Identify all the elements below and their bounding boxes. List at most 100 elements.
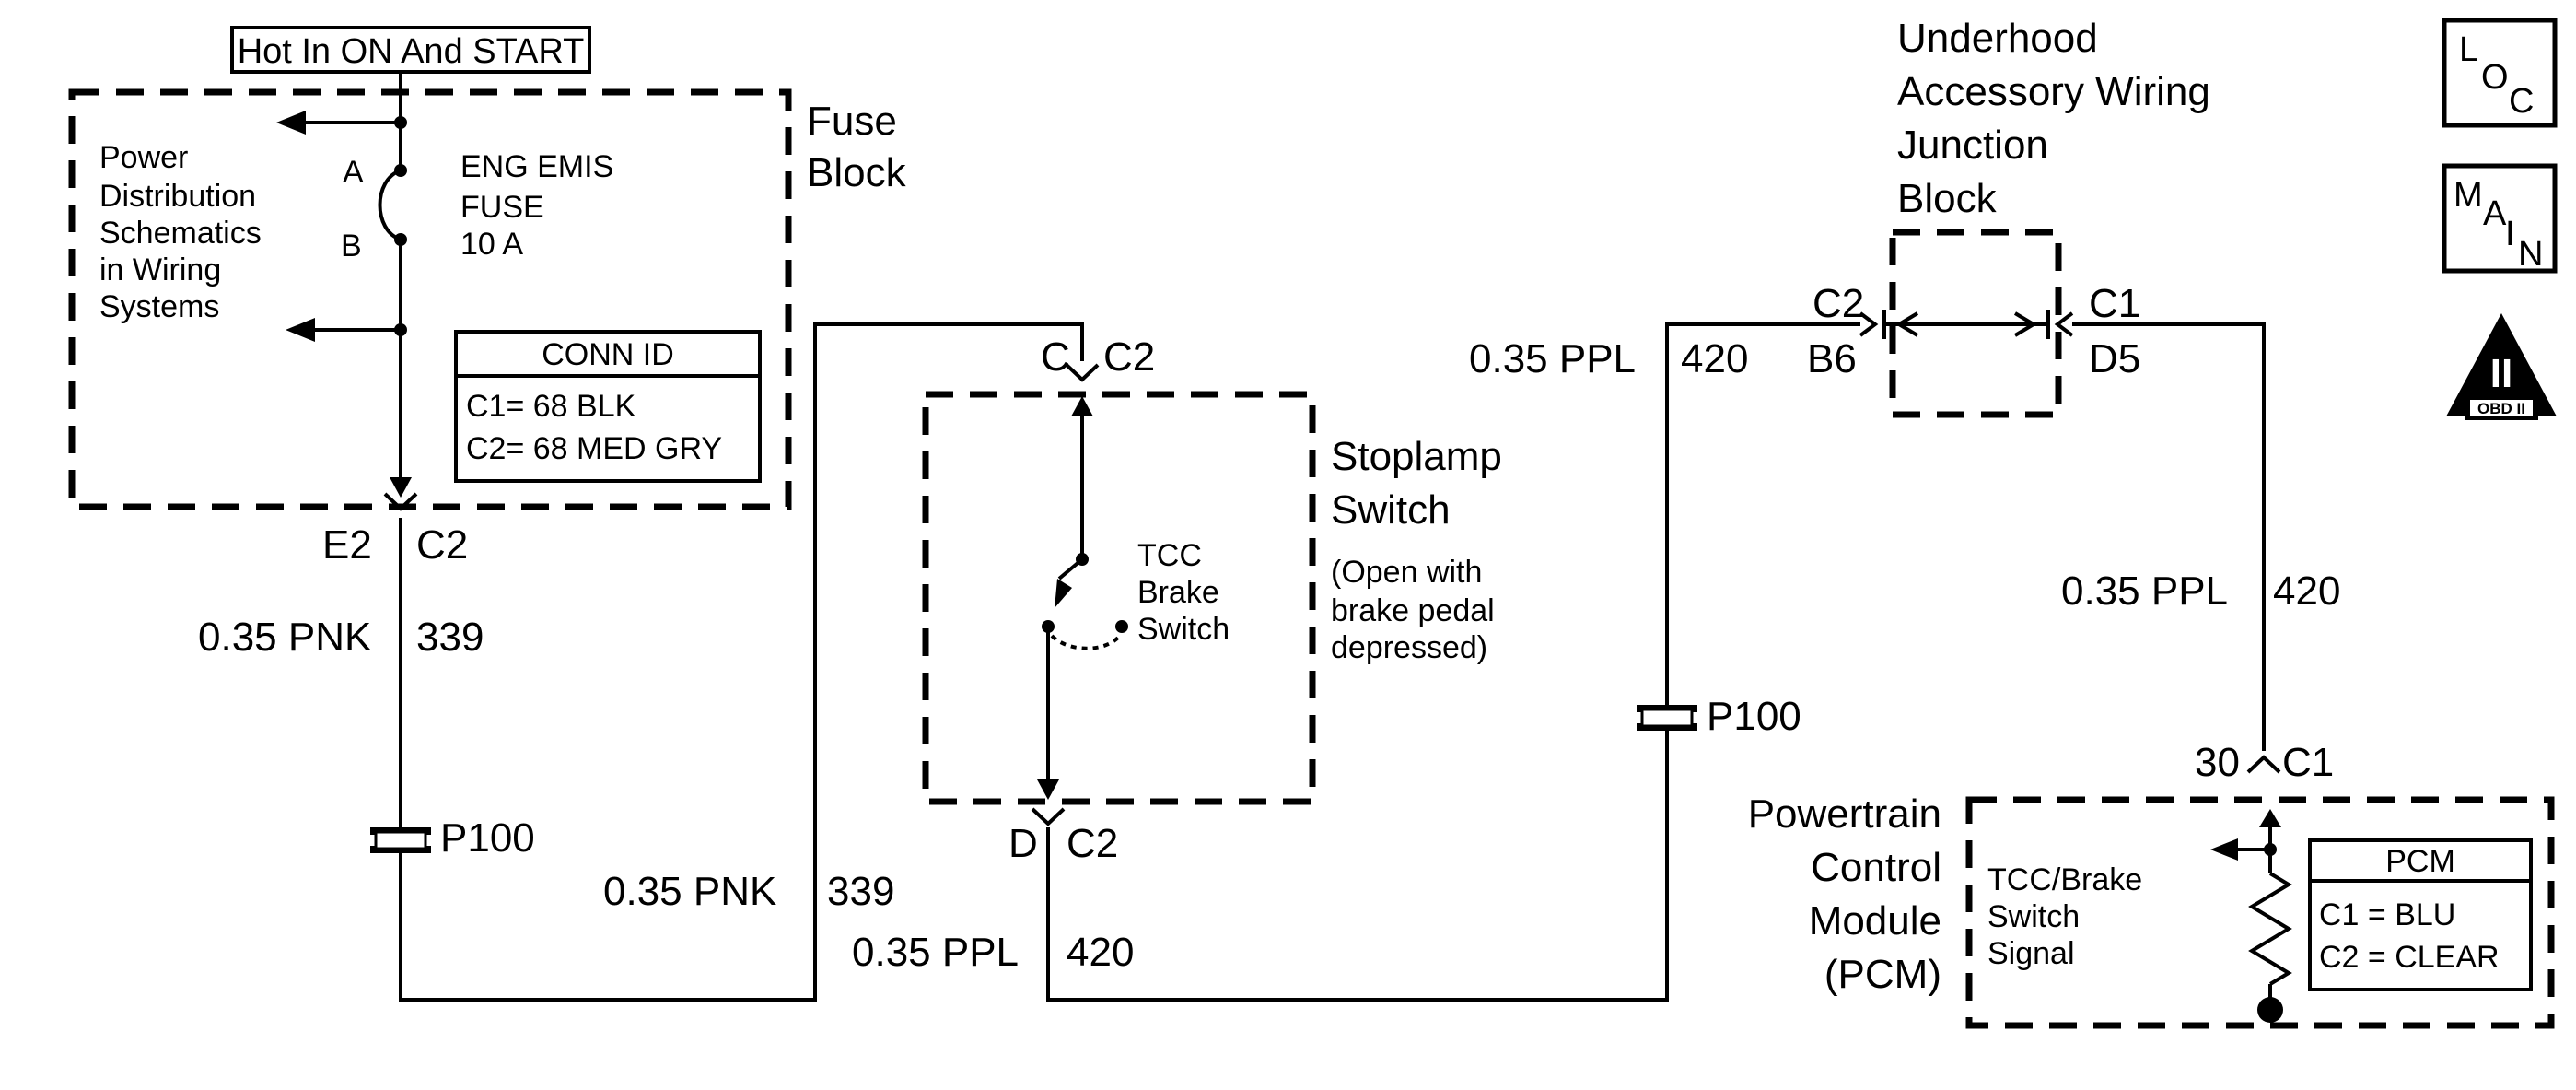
svg-text:Block: Block <box>1897 176 1998 221</box>
svg-text:E2: E2 <box>322 522 372 568</box>
loc-icon[interactable]: L O C <box>2442 18 2558 128</box>
pcm-module: 30 C1 Powertrain Control Module (PCM) TC… <box>1748 740 2555 1029</box>
svg-text:TCC: TCC <box>1137 538 1202 573</box>
svg-text:C2 = CLEAR: C2 = CLEAR <box>2319 940 2500 975</box>
wire-pnk-size-2: 0.35 PNK <box>603 869 776 914</box>
svg-text:I: I <box>2505 215 2515 253</box>
fuse-block-title-1: Fuse <box>807 99 897 144</box>
wire-ppl-circuit-2: 420 <box>1681 336 1748 381</box>
wire-ppl-circuit-3: 420 <box>2273 568 2340 614</box>
svg-text:Junction: Junction <box>1897 123 2048 168</box>
svg-text:C: C <box>2509 82 2534 121</box>
svg-text:depressed): depressed) <box>1331 630 1487 665</box>
wire-ppl-420-right <box>2072 322 2266 751</box>
hot-in-label: Hot In ON And START <box>238 32 585 71</box>
svg-text:Stoplamp: Stoplamp <box>1331 434 1502 479</box>
stoplamp-switch: C C2 Stoplamp Switch (Open with brake pe… <box>922 334 1502 866</box>
obd-ii-icon[interactable]: II OBD II <box>2446 313 2557 420</box>
svg-text:Powertrain: Powertrain <box>1748 791 1941 837</box>
wire-ppl-circuit-1: 420 <box>1067 930 1134 975</box>
underhood-junction-block: Underhood Accessory Wiring Junction Bloc… <box>1807 16 2210 418</box>
svg-text:PCM: PCM <box>2385 844 2455 879</box>
arrow-up-icon <box>1071 396 1093 416</box>
svg-text:Signal: Signal <box>1987 936 2075 971</box>
fuse-name-1: ENG EMIS <box>460 149 613 184</box>
arrow-down-icon <box>1055 579 1072 608</box>
svg-text:II: II <box>2490 351 2512 396</box>
wire-ppl-420 <box>1046 322 1860 1002</box>
svg-text:C2= 68 MED GRY: C2= 68 MED GRY <box>466 431 722 466</box>
arrow-down-icon <box>1037 779 1059 800</box>
junction-left-conn: C2 <box>1813 281 1864 326</box>
arrow-left-icon <box>2210 838 2238 861</box>
main-icon[interactable]: M A I N <box>2442 163 2558 274</box>
svg-text:TCC/Brake: TCC/Brake <box>1987 862 2142 897</box>
arrow-left-icon <box>276 111 306 135</box>
wire-pnk-circuit-2: 339 <box>827 869 894 914</box>
wire-ppl-size-3: 0.35 PPL <box>2061 568 2228 614</box>
fuse-name-2: FUSE <box>460 190 544 225</box>
svg-text:Switch: Switch <box>1987 899 2080 934</box>
svg-text:(Open with: (Open with <box>1331 555 1482 590</box>
svg-text:Switch: Switch <box>1331 487 1451 533</box>
wire-pnk-size-1: 0.35 PNK <box>198 615 371 660</box>
svg-text:CONN ID: CONN ID <box>542 337 674 372</box>
svg-text:Underhood: Underhood <box>1897 16 2098 61</box>
svg-text:Module: Module <box>1809 898 1941 943</box>
splice-p100-right: P100 <box>1637 694 1801 739</box>
svg-text:(PCM): (PCM) <box>1824 952 1941 997</box>
fuse-symbol <box>378 169 402 241</box>
svg-text:N: N <box>2518 235 2543 274</box>
stoplamp-conn-d: C2 <box>1067 821 1118 866</box>
arrow-left-icon <box>286 318 315 342</box>
svg-text:brake pedal: brake pedal <box>1331 593 1495 628</box>
fuse-pin-b: B <box>341 229 362 264</box>
pcm-conn: C1 <box>2282 740 2334 785</box>
svg-text:C1 = BLU: C1 = BLU <box>2319 897 2455 932</box>
svg-text:P100: P100 <box>440 815 535 861</box>
junction-right-pin: D5 <box>2089 336 2140 381</box>
svg-text:Accessory Wiring: Accessory Wiring <box>1897 69 2210 114</box>
svg-text:O: O <box>2481 58 2509 97</box>
arrow-down-icon <box>390 477 412 498</box>
fuse-block: Fuse Block Power Distribution Schematics… <box>68 72 907 510</box>
svg-text:M: M <box>2454 176 2483 215</box>
junction-left-pin: B6 <box>1807 336 1857 381</box>
fuse-pin-a: A <box>343 155 364 190</box>
svg-text:Systems: Systems <box>99 289 219 324</box>
power-distribution-note: Power Distribution Schematics in Wiring … <box>99 140 262 324</box>
fuse-conn-id-table: CONN ID C1= 68 BLK C2= 68 MED GRY <box>454 330 762 483</box>
svg-text:A: A <box>2483 194 2507 233</box>
arrow-up-icon <box>2259 809 2281 827</box>
svg-text:Brake: Brake <box>1137 575 1219 610</box>
svg-text:C1= 68 BLK: C1= 68 BLK <box>466 389 636 424</box>
svg-text:OBD II: OBD II <box>2477 400 2525 417</box>
hot-in-label-box: Hot In ON And START <box>230 26 591 74</box>
junction-right-conn: C1 <box>2089 281 2140 326</box>
stoplamp-conn-c: C2 <box>1103 334 1155 380</box>
resistor-symbol <box>2248 872 2292 986</box>
svg-text:Power: Power <box>99 140 188 175</box>
stoplamp-pin-d: D <box>1008 821 1038 866</box>
fuse-block-title-2: Block <box>807 150 907 195</box>
wire-pnk-circuit-1: 339 <box>416 615 484 660</box>
svg-text:in Wiring: in Wiring <box>99 252 221 287</box>
ground-icon <box>2257 997 2283 1023</box>
splice-p100-left: P100 <box>370 815 535 861</box>
svg-text:P100: P100 <box>1707 694 1801 739</box>
svg-text:Control: Control <box>1811 845 1941 890</box>
pcm-pin: 30 <box>2195 740 2240 785</box>
wire-ppl-size-2: 0.35 PPL <box>1469 336 1636 381</box>
stoplamp-pin-c: C <box>1041 334 1070 380</box>
wire-ppl-size-1: 0.35 PPL <box>852 930 1019 975</box>
svg-text:Schematics: Schematics <box>99 216 262 251</box>
svg-text:Distribution: Distribution <box>99 179 256 214</box>
fuse-rating: 10 A <box>460 227 523 262</box>
connector-e2-c2: E2 C2 <box>322 492 468 568</box>
wire-pnk-339 <box>399 322 1084 1002</box>
svg-text:L: L <box>2459 30 2478 69</box>
svg-text:Switch: Switch <box>1137 612 1230 647</box>
pcm-conn-id-table: PCM C1 = BLU C2 = CLEAR <box>2308 838 2533 991</box>
svg-text:C2: C2 <box>416 522 468 568</box>
